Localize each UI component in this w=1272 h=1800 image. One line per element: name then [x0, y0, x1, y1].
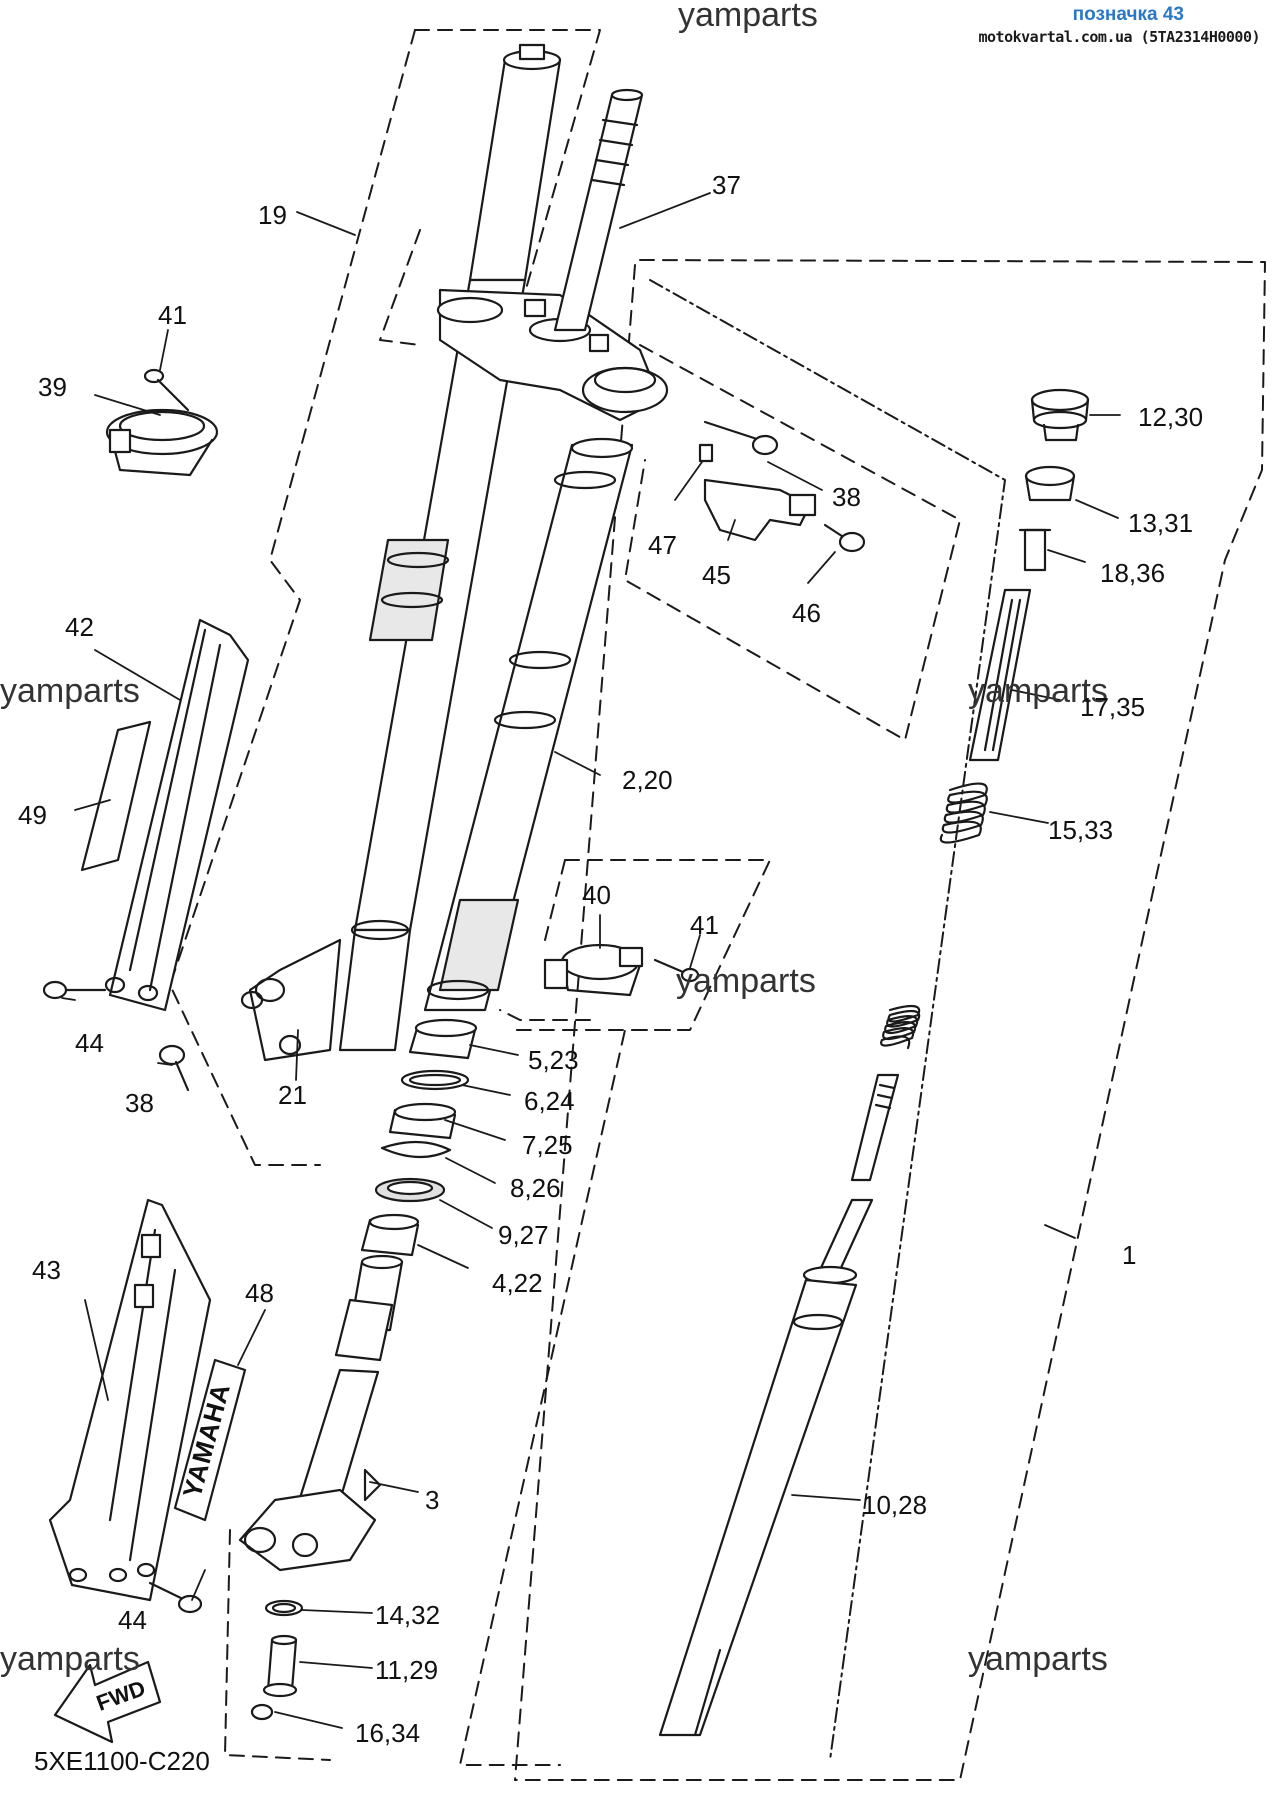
watermark: yamparts	[968, 672, 1108, 710]
callout-9-27: 9,27	[498, 1220, 549, 1250]
callout-13-31: 13,31	[1128, 508, 1194, 538]
spring-lower	[880, 1004, 921, 1050]
threaded-rod	[850, 1073, 900, 1182]
bolt-44-lower	[148, 1581, 203, 1614]
callout-1: 1	[1122, 1240, 1137, 1270]
spring-15	[939, 782, 988, 844]
callout-2-20: 2,20	[622, 765, 673, 795]
callout-47: 47	[648, 530, 677, 560]
bolt-38-left	[158, 1044, 190, 1092]
watermark: yamparts	[0, 1640, 140, 1678]
callout-7-25: 7,25	[522, 1130, 573, 1160]
clamp-40	[543, 943, 644, 997]
callout-21: 21	[278, 1080, 307, 1110]
fork-guard-43	[48, 1198, 212, 1602]
callout-18-36: 18,36	[1100, 558, 1166, 588]
bracket-45	[703, 478, 817, 542]
pin-47	[698, 443, 714, 463]
callout-16-34: 16,34	[355, 1718, 421, 1748]
fwd-arrow	[53, 1660, 162, 1744]
callout-39: 39	[38, 372, 67, 402]
callout-6-24: 6,24	[524, 1086, 575, 1116]
group-box-damper	[514, 259, 1266, 1781]
callout-4-22: 4,22	[492, 1268, 543, 1298]
callout-44-upper: 44	[75, 1028, 104, 1058]
watermark: yamparts	[0, 672, 140, 710]
bolt-41-center	[653, 958, 700, 983]
callout-46: 46	[792, 598, 821, 628]
bolt-41-left	[143, 368, 190, 412]
right-fork-tube	[423, 437, 634, 1012]
callout-19: 19	[258, 200, 287, 230]
callout-38-bracket: 38	[832, 482, 861, 512]
callout-3: 3	[425, 1485, 440, 1515]
callout-49: 49	[18, 800, 47, 830]
fork-guard-42	[104, 618, 250, 1012]
callout-12-30: 12,30	[1138, 402, 1204, 432]
bottom-small-parts	[250, 1599, 304, 1721]
callout-48: 48	[245, 1278, 274, 1308]
seal-stack	[360, 1018, 478, 1257]
guard-decal-49	[80, 720, 152, 872]
callout-8-26: 8,26	[510, 1173, 561, 1203]
yamaha-decal-48	[173, 1358, 247, 1522]
group-box-bracket	[624, 344, 961, 741]
callout-38-left: 38	[125, 1088, 154, 1118]
source-site: motokvartal.com.ua (5TA2314H0000)	[978, 28, 1260, 46]
callout-45: 45	[702, 560, 731, 590]
callout-42: 42	[65, 612, 94, 642]
group-box-damper-inner	[649, 279, 1006, 1761]
watermark: yamparts	[676, 962, 816, 1000]
cap-bolt	[1030, 388, 1090, 442]
callout-41-left: 41	[158, 300, 187, 330]
callout-15-33: 15,33	[1048, 815, 1114, 845]
callout-43: 43	[32, 1255, 61, 1285]
bolt-46	[823, 523, 866, 553]
callout-14-32: 14,32	[375, 1600, 441, 1630]
callout-37: 37	[712, 170, 741, 200]
callout-17-35: 17,35	[1080, 692, 1146, 722]
diagram-title: позначка 43	[1072, 4, 1184, 25]
nut-18	[1018, 528, 1052, 572]
left-fork-outer-tube	[240, 43, 562, 1062]
bolt-38-bracket	[703, 420, 779, 456]
watermark: yamparts	[968, 1640, 1108, 1678]
bushing-13	[1024, 465, 1076, 502]
steering-shaft	[553, 88, 644, 332]
callout-41-center: 41	[690, 910, 719, 940]
callout-44-lower: 44	[118, 1605, 147, 1635]
triple-clamp	[436, 288, 669, 422]
callout-11-29: 11,29	[375, 1655, 439, 1685]
group-box-right-fork	[224, 229, 671, 1766]
watermark: yamparts	[678, 0, 818, 34]
diagram-code: 5XE1100-C220	[34, 1746, 210, 1776]
callout-5-23: 5,23	[528, 1045, 579, 1075]
callout-40: 40	[582, 880, 611, 910]
leader-lines	[61, 192, 1121, 1729]
callout-10-28: 10,28	[862, 1490, 928, 1520]
bolt-44-upper	[42, 980, 107, 1000]
damper-rod-17	[968, 588, 1032, 762]
damper-cartridge-10	[658, 1198, 874, 1737]
clamp-39	[105, 408, 219, 477]
lower-outer-tube	[238, 1254, 404, 1572]
group-box-left-fork	[169, 29, 601, 1166]
group-box-fork-clamp	[509, 859, 771, 1031]
